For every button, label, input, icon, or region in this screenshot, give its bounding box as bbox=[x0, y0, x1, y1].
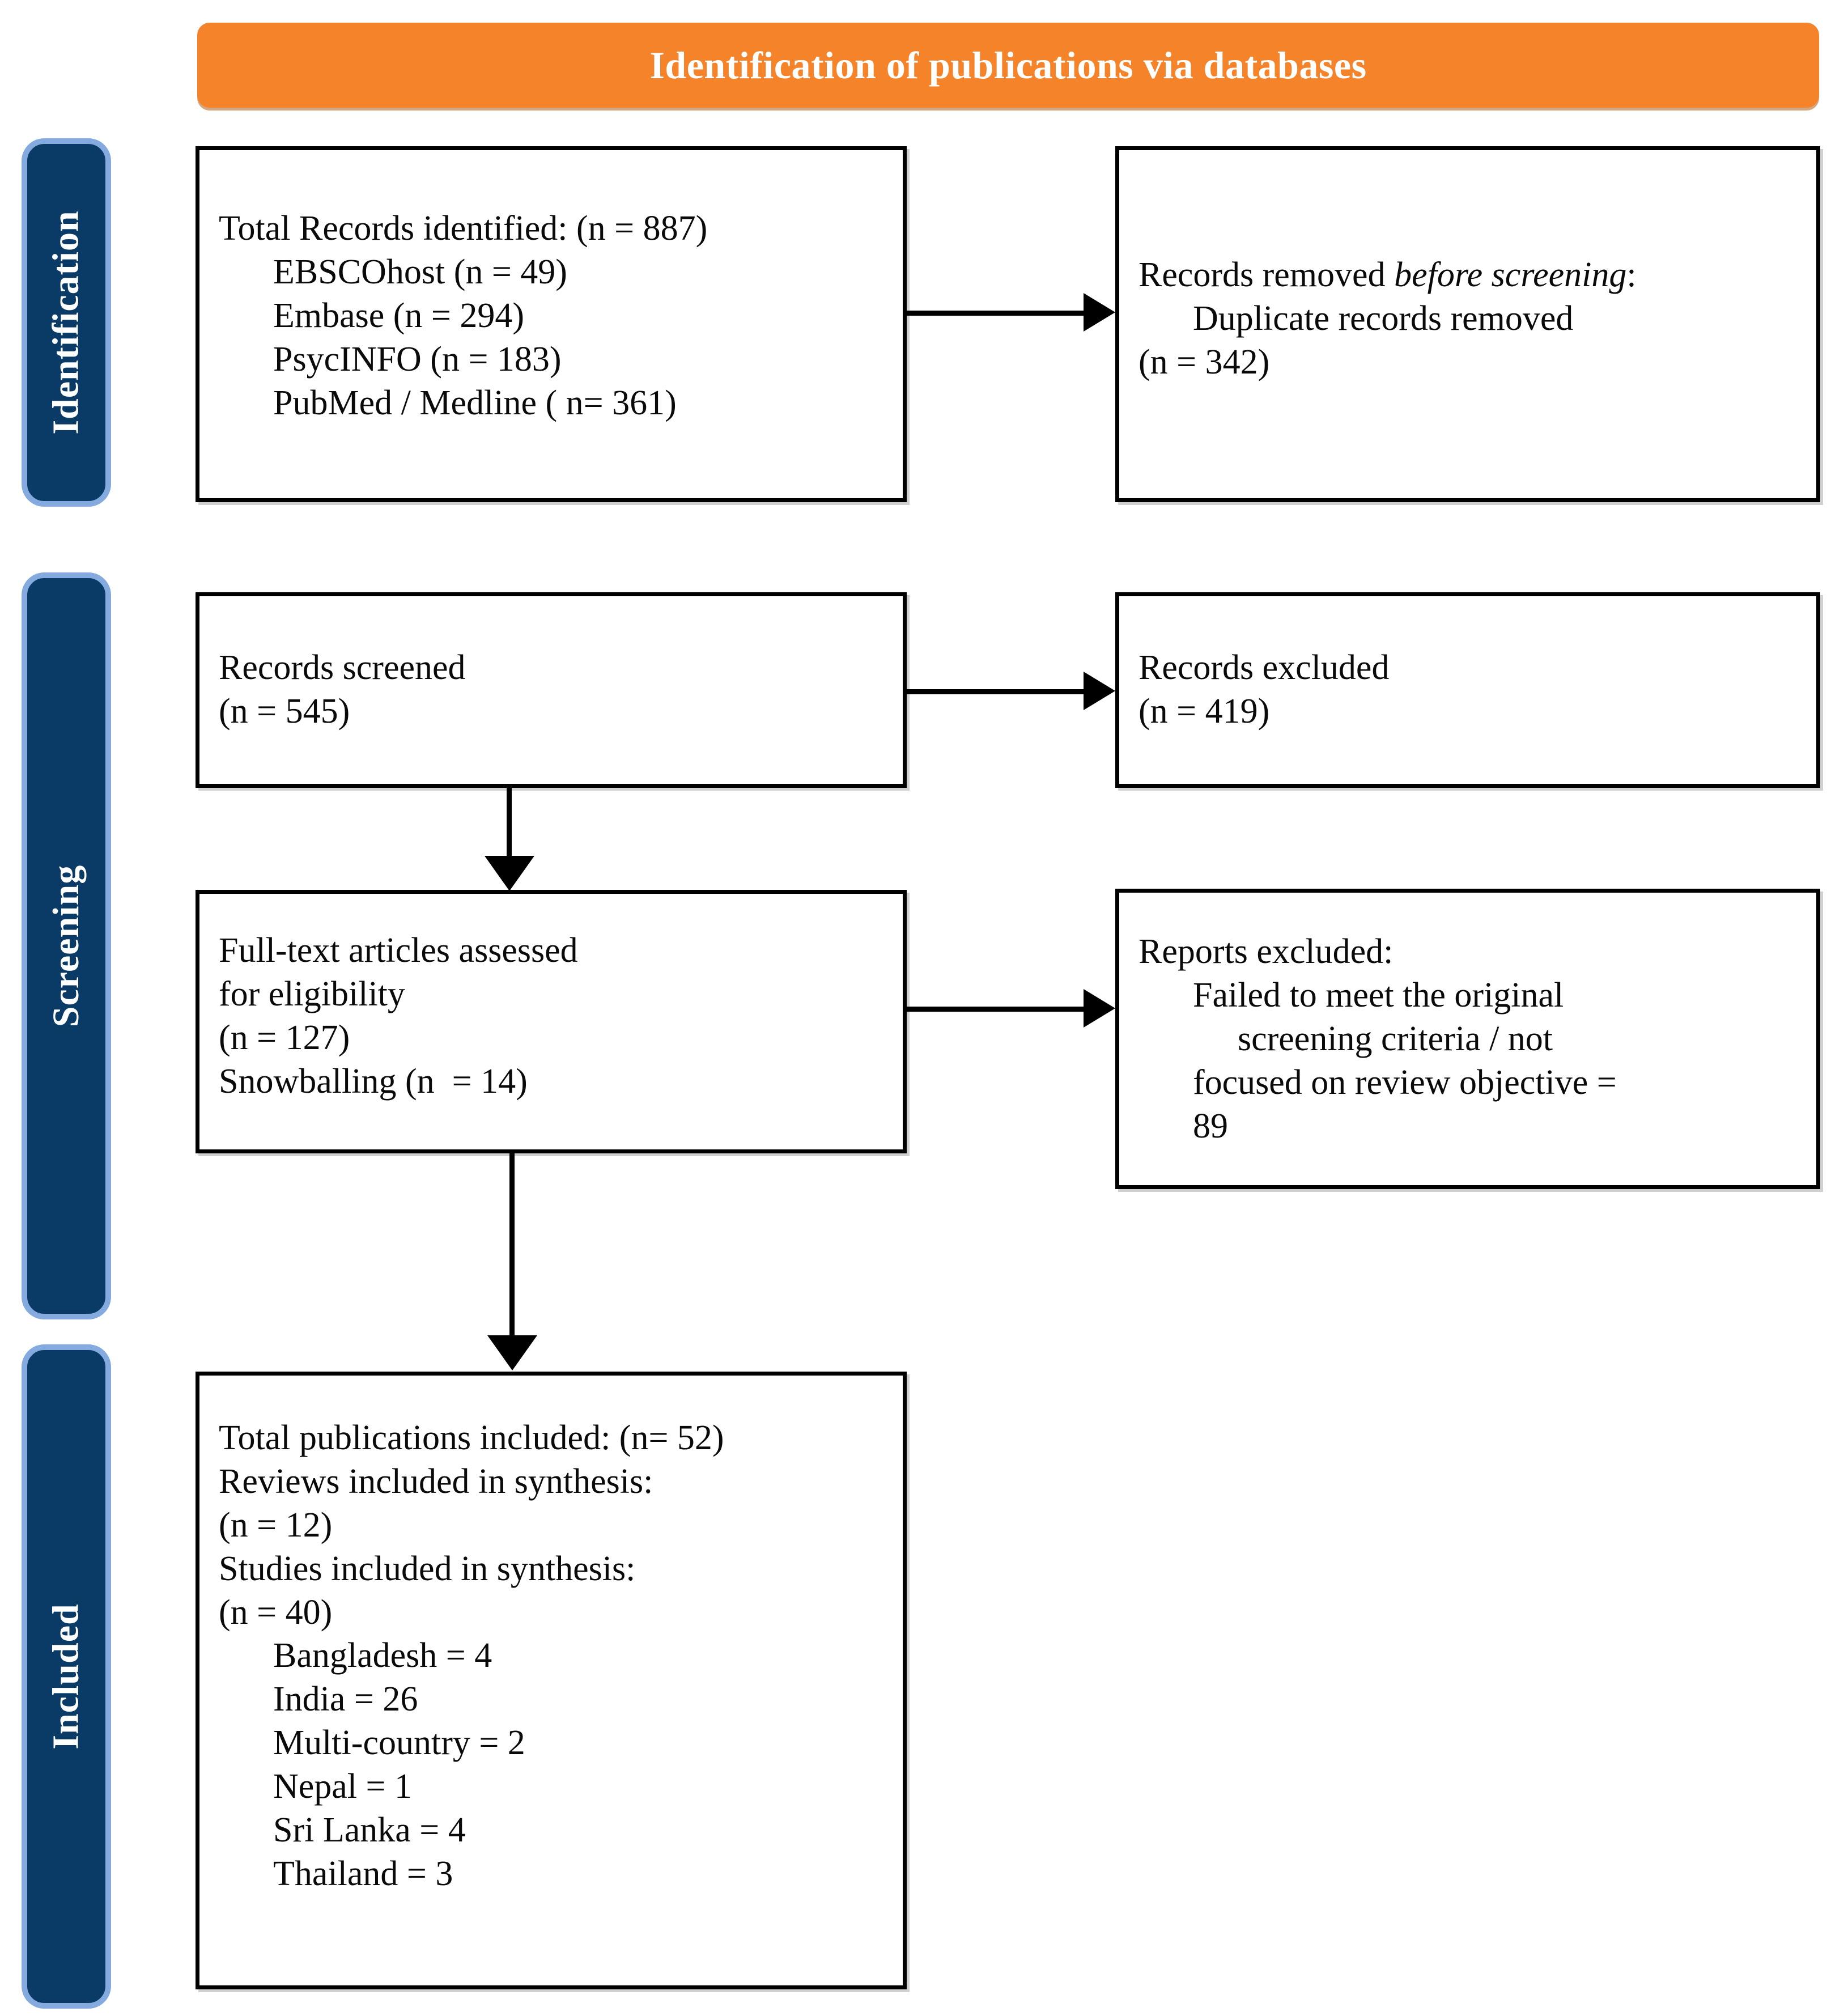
box-records-removed: Records removed before screening: Duplica… bbox=[1115, 146, 1820, 502]
box-records-identified: Total Records identified: (n = 887) EBSCO… bbox=[196, 146, 907, 502]
stage-label-identification: Identification bbox=[22, 138, 111, 507]
stage-label-included-text: Included bbox=[45, 1603, 87, 1750]
box-text-line: (n = 342) bbox=[1138, 342, 1270, 381]
box-text-line: Total Records identified: (n = 887) bbox=[219, 209, 708, 248]
connector-line bbox=[907, 689, 1087, 694]
box-text-line: (n = 12) bbox=[219, 1505, 333, 1544]
box-text-line: (n = 545) bbox=[219, 691, 350, 731]
box-text-line: screening criteria / not bbox=[1238, 1019, 1553, 1058]
box-records-removed-text: Records removed before screening: Duplica… bbox=[1119, 253, 1816, 384]
box-text-line: Sri Lanka = 4 bbox=[273, 1810, 466, 1849]
box-text-line: PsycINFO (n = 183) bbox=[273, 339, 562, 379]
stage-label-screening-text: Screening bbox=[45, 864, 87, 1028]
box-text-line: Reports excluded: bbox=[1138, 932, 1394, 971]
box-records-excluded-text: Records excluded (n = 419) bbox=[1119, 646, 1816, 733]
box-text-line: India = 26 bbox=[273, 1680, 418, 1719]
stage-label-identification-text: Identification bbox=[45, 210, 87, 435]
arrow-right-icon-fulltext-to-reports-excluded bbox=[907, 989, 1116, 1029]
connector-line bbox=[907, 311, 1087, 316]
box-text-line: EBSCOhost (n = 49) bbox=[273, 252, 567, 291]
box-fulltext-assessed: Full-text articles assessed for eligibili… bbox=[196, 890, 907, 1153]
box-text-line: (n = 127) bbox=[219, 1018, 350, 1057]
box-text-line: Records screened bbox=[219, 648, 466, 687]
arrow-down-icon-fulltext-to-included bbox=[487, 1152, 538, 1373]
box-text-line: for eligibility bbox=[219, 974, 405, 1013]
box-records-screened-text: Records screened (n = 545) bbox=[199, 646, 903, 733]
arrow-right-icon-screened-to-excluded bbox=[907, 672, 1116, 711]
box-text-line: 89 bbox=[1193, 1106, 1228, 1145]
box-text-line: Multi-country = 2 bbox=[273, 1724, 525, 1763]
box-text-line: Total publications included: (n= 52) bbox=[219, 1419, 724, 1457]
arrowhead-right-icon bbox=[1084, 989, 1115, 1028]
box-text-line: Reviews included in synthesis: bbox=[219, 1462, 653, 1501]
box-text-line: Embase (n = 294) bbox=[273, 296, 525, 335]
box-text-line: (n = 40) bbox=[219, 1593, 333, 1632]
box-publications-included: Total publications included: (n= 52) Revi… bbox=[196, 1372, 907, 1989]
box-records-identified-text: Total Records identified: (n = 887) EBSCO… bbox=[199, 207, 903, 425]
box-records-excluded: Records excluded (n = 419) bbox=[1115, 592, 1820, 788]
box-publications-included-text: Total publications included: (n= 52) Revi… bbox=[199, 1416, 903, 1896]
box-text-line: (n = 419) bbox=[1138, 691, 1270, 731]
stage-label-included: Included bbox=[22, 1344, 111, 2009]
arrowhead-down-icon bbox=[485, 856, 534, 891]
box-text-line: Thailand = 3 bbox=[273, 1854, 453, 1893]
box-text-line: Snowballing (n = 14) bbox=[219, 1062, 528, 1101]
emphasis-text: before screening bbox=[1394, 256, 1627, 294]
stage-label-screening: Screening bbox=[22, 572, 111, 1319]
box-text-line: Bangladesh = 4 bbox=[273, 1636, 492, 1675]
arrowhead-down-icon bbox=[487, 1335, 537, 1370]
connector-line bbox=[507, 787, 512, 859]
box-text-line: Duplicate records removed bbox=[1193, 299, 1574, 338]
page-title: Identification of publications via datab… bbox=[649, 44, 1367, 87]
box-text-line: Full-text articles assessed bbox=[219, 931, 578, 970]
arrow-down-icon-screened-to-fulltext bbox=[485, 787, 536, 892]
box-reports-excluded-text: Reports excluded: Failed to meet the orig… bbox=[1119, 930, 1816, 1148]
box-fulltext-assessed-text: Full-text articles assessed for eligibili… bbox=[199, 929, 903, 1104]
arrow-right-icon-identified-to-removed bbox=[907, 293, 1116, 333]
box-text-line: Studies included in synthesis: bbox=[219, 1549, 636, 1588]
box-text-line: Nepal = 1 bbox=[273, 1767, 413, 1806]
box-text-line: PubMed / Medline ( n= 361) bbox=[273, 383, 677, 422]
box-text-line: Records removed before screening: bbox=[1138, 256, 1637, 294]
box-text-line: Failed to meet the original bbox=[1193, 975, 1564, 1015]
header-banner: Identification of publications via datab… bbox=[197, 23, 1819, 108]
box-text-line: focused on review objective = bbox=[1193, 1063, 1617, 1102]
arrowhead-right-icon bbox=[1084, 293, 1115, 332]
connector-line bbox=[907, 1007, 1087, 1012]
box-text-line: Records excluded bbox=[1138, 648, 1390, 687]
arrowhead-right-icon bbox=[1084, 672, 1115, 710]
box-records-screened: Records screened (n = 545) bbox=[196, 592, 907, 788]
connector-line bbox=[509, 1152, 515, 1339]
box-reports-excluded: Reports excluded: Failed to meet the orig… bbox=[1115, 889, 1820, 1189]
